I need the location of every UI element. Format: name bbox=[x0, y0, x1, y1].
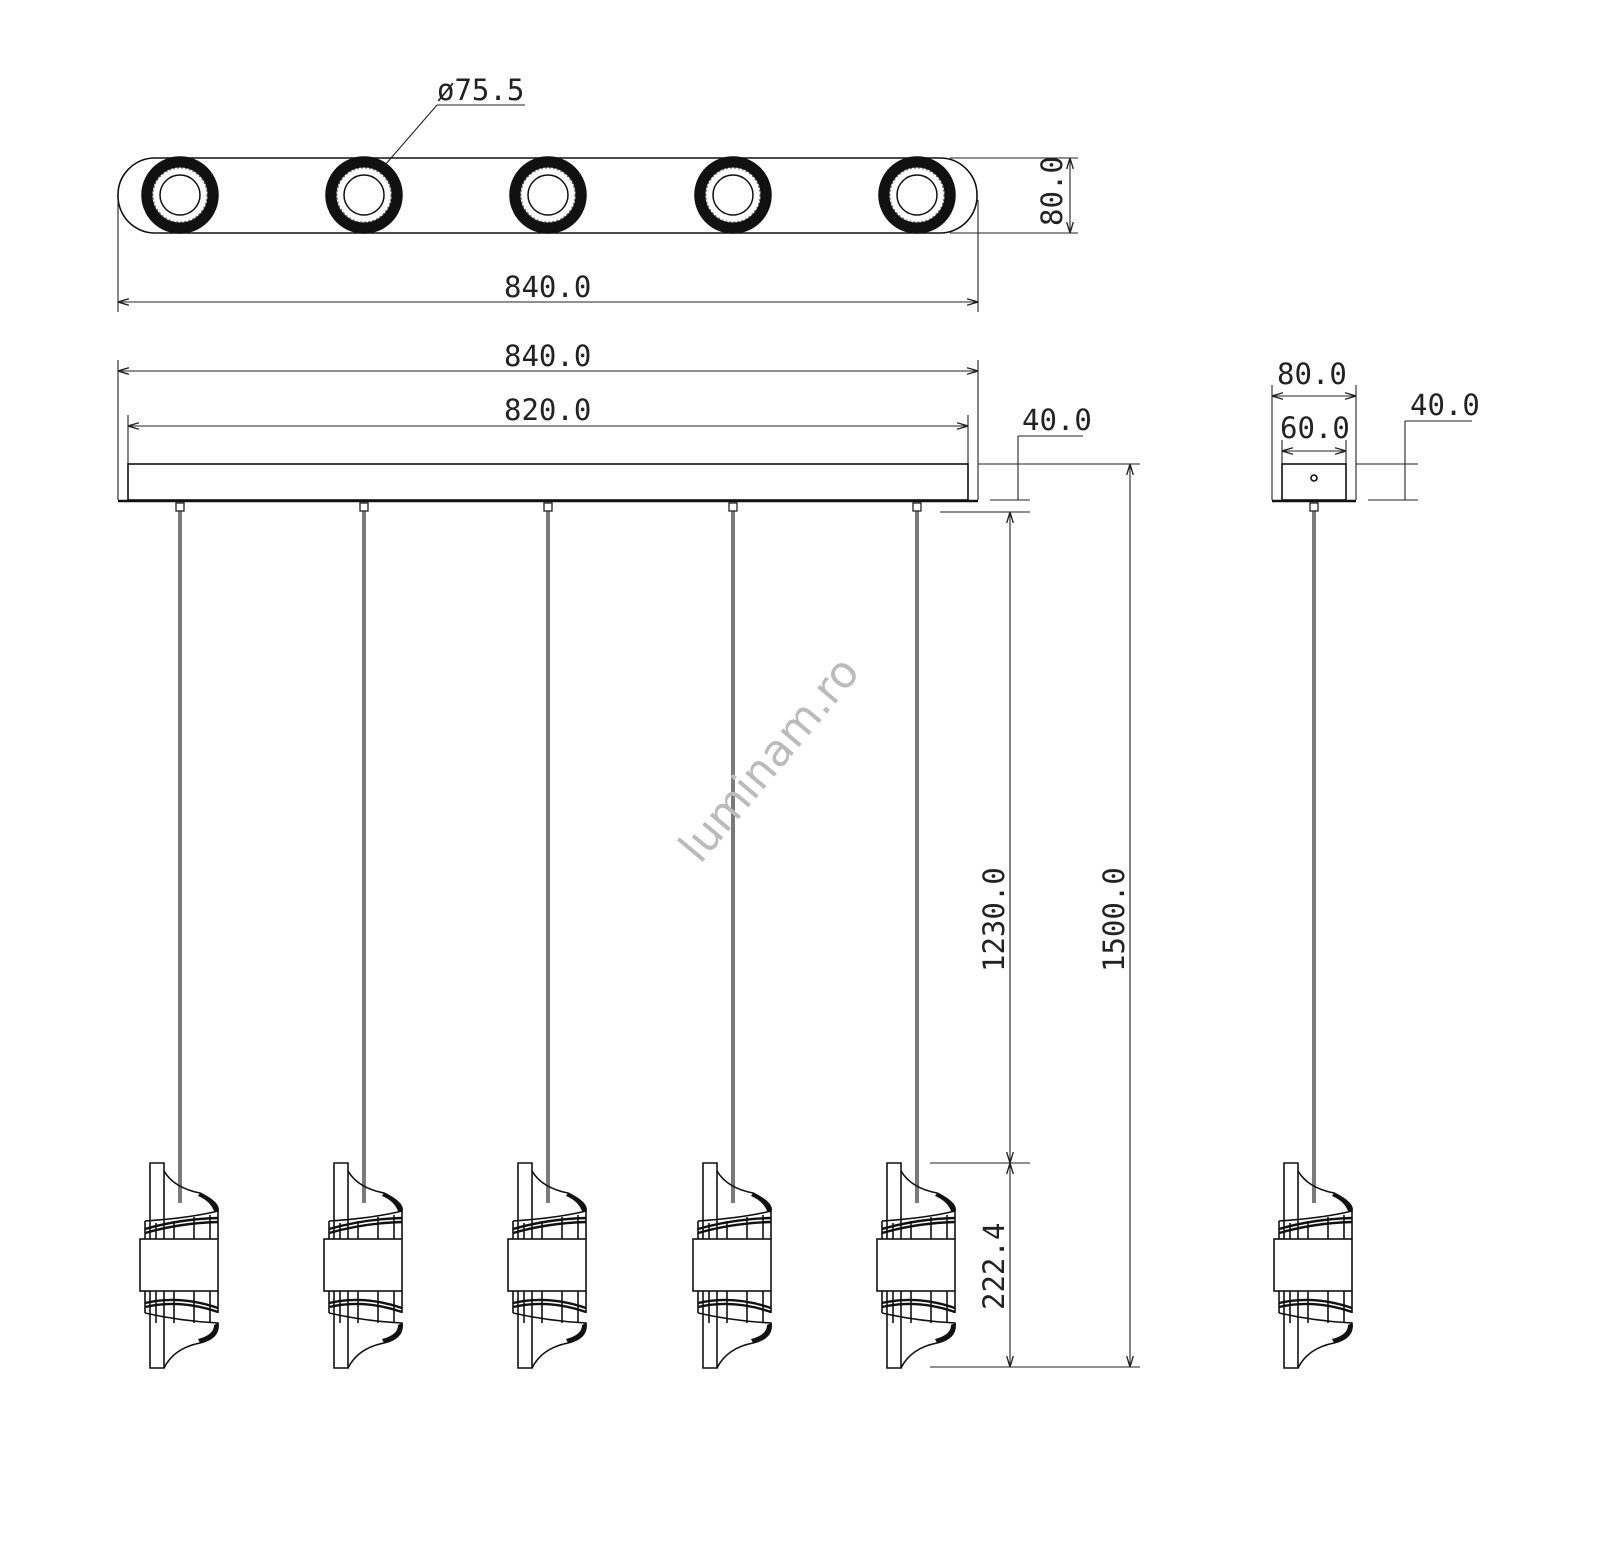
pendant-lamp bbox=[139, 502, 219, 1369]
pendant-lamp bbox=[692, 502, 772, 1369]
front-view: 840.0 820.0 40.0 1230.0 222.4 1500.0 bbox=[117, 339, 1140, 1369]
pendant-lamp bbox=[1273, 502, 1353, 1369]
lamp-ring bbox=[325, 156, 403, 234]
top-view: ø75.5 80.0 840.0 bbox=[117, 73, 1078, 312]
side-canopy-height-label: 40.0 bbox=[1410, 388, 1480, 422]
pendant-lamp bbox=[876, 502, 956, 1369]
top-length-label: 840.0 bbox=[504, 270, 591, 304]
lamp-ring bbox=[141, 156, 219, 234]
canopy-height-label: 40.0 bbox=[1022, 403, 1092, 437]
front-length-label: 840.0 bbox=[504, 339, 591, 373]
top-depth-label: 80.0 bbox=[1035, 156, 1069, 226]
diameter-label: ø75.5 bbox=[437, 73, 524, 107]
side-inner-depth-label: 60.0 bbox=[1280, 411, 1350, 445]
cable-length-label: 1230.0 bbox=[977, 867, 1011, 972]
side-depth-label: 80.0 bbox=[1277, 357, 1347, 391]
lamp-ring bbox=[694, 156, 772, 234]
front-inner-length-label: 820.0 bbox=[504, 393, 591, 427]
lamp-ring bbox=[878, 156, 956, 234]
shade-height-label: 222.4 bbox=[977, 1223, 1011, 1310]
pendant-lamp bbox=[323, 502, 403, 1369]
lamp-ring bbox=[509, 156, 587, 234]
pendant-lamp bbox=[507, 502, 587, 1369]
total-height-label: 1500.0 bbox=[1097, 867, 1131, 972]
side-view: 80.0 60.0 40.0 bbox=[1271, 357, 1480, 1369]
watermark: luminam.ro bbox=[669, 647, 869, 872]
